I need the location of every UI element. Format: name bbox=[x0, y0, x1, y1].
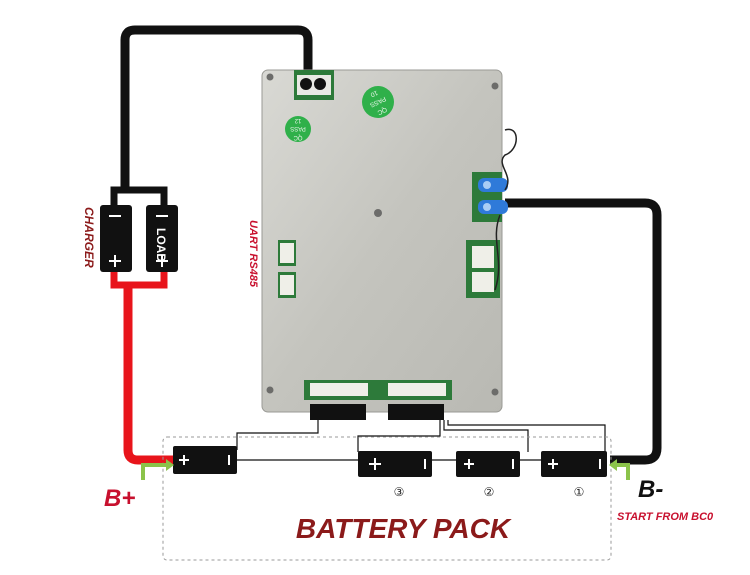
bminus-label: B- bbox=[638, 476, 663, 503]
uart-rs485-label: UART RS485 bbox=[247, 220, 259, 288]
qc-sticker-left: QC PASS 12 bbox=[285, 116, 311, 142]
black-wire-bminus bbox=[505, 198, 662, 465]
charger-label: CHARGER bbox=[82, 207, 96, 268]
red-wire bbox=[123, 285, 178, 465]
qc-text-3: 12 bbox=[294, 117, 301, 123]
cell-number-1: ① bbox=[574, 485, 585, 499]
qc-text-3: 10 bbox=[369, 89, 379, 99]
red-wire-split bbox=[110, 272, 168, 289]
bminus-terminal bbox=[472, 172, 508, 222]
cell-number-2: ② bbox=[484, 485, 495, 499]
uart-connector bbox=[278, 240, 296, 266]
board-top-connector bbox=[294, 70, 334, 100]
battery-cell-1 bbox=[541, 451, 607, 477]
qc-text-2: PASS bbox=[290, 125, 306, 131]
battery-cell-main bbox=[173, 446, 237, 474]
ntc-wire bbox=[494, 128, 517, 291]
battery-cell-3 bbox=[358, 451, 432, 477]
start-from-label: START FROM BC0 bbox=[617, 511, 714, 523]
balance-connectors bbox=[304, 380, 452, 420]
cell-number-3: ③ bbox=[394, 485, 405, 499]
right-connector bbox=[466, 240, 500, 298]
black-wire-split bbox=[110, 186, 168, 205]
load-label: LOAD bbox=[154, 228, 168, 262]
bplus-label: B+ bbox=[104, 485, 135, 512]
battery-pack-title: BATTERY PACK bbox=[296, 513, 512, 544]
qc-sticker-right: QC PASS 10 bbox=[362, 86, 394, 118]
rs485-connector bbox=[278, 272, 296, 298]
load-block: LOAD bbox=[146, 205, 178, 272]
bminus-arrow-icon bbox=[615, 463, 630, 480]
bms-board bbox=[261, 69, 503, 413]
battery-cell-2 bbox=[456, 451, 520, 477]
bminus-arrowhead-icon bbox=[609, 459, 617, 471]
qc-text-1: QC bbox=[376, 105, 388, 116]
qc-text-1: QC bbox=[293, 134, 303, 140]
bplus-arrow-icon bbox=[141, 463, 168, 480]
charger-block bbox=[100, 205, 132, 272]
black-wire-top bbox=[120, 25, 313, 190]
battery-pack-box bbox=[162, 436, 612, 561]
balance-wires bbox=[236, 420, 606, 461]
bplus-arrowhead-icon bbox=[166, 459, 174, 471]
